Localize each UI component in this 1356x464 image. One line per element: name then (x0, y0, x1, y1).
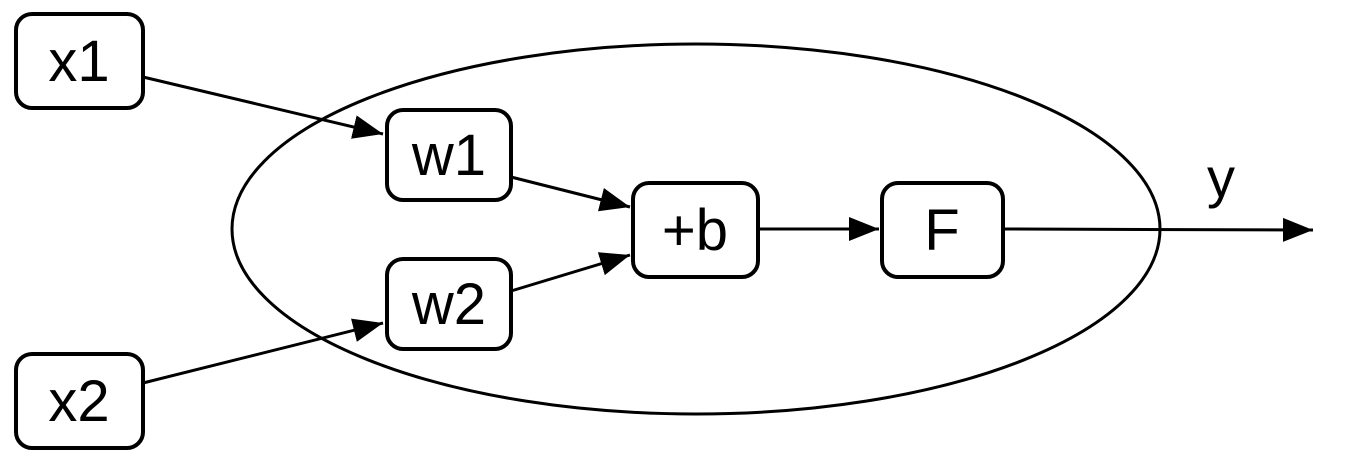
node-sum-bias: +b (631, 181, 760, 279)
node-w2: w2 (385, 257, 513, 351)
output-y-label: y (1207, 146, 1235, 209)
node-x1-box (14, 12, 145, 110)
node-activation: F (880, 181, 1005, 279)
node-x2-box (14, 352, 145, 450)
edge-x1-to-w1 (142, 75, 384, 139)
node-w1: w1 (385, 108, 513, 202)
node-x1-label: x1 (48, 29, 109, 94)
node-sum-bias-label: +b (662, 198, 728, 263)
node-activation-box (880, 181, 1005, 279)
edge-x2-to-w2 (142, 318, 384, 385)
node-w2-label: w2 (411, 272, 486, 337)
node-w2-box (385, 257, 513, 351)
node-x2-label: x2 (48, 369, 109, 434)
node-w1-label: w1 (411, 123, 486, 188)
node-x2: x2 (14, 352, 145, 450)
edge-activation-to-output (1002, 217, 1314, 242)
node-w1-box (385, 108, 513, 202)
node-x1: x1 (14, 12, 145, 110)
edge-w2-to-sum (510, 252, 631, 293)
edge-w1-to-sum (510, 175, 631, 212)
node-activation-label: F (924, 198, 959, 263)
node-sum-bias-box (631, 181, 760, 279)
